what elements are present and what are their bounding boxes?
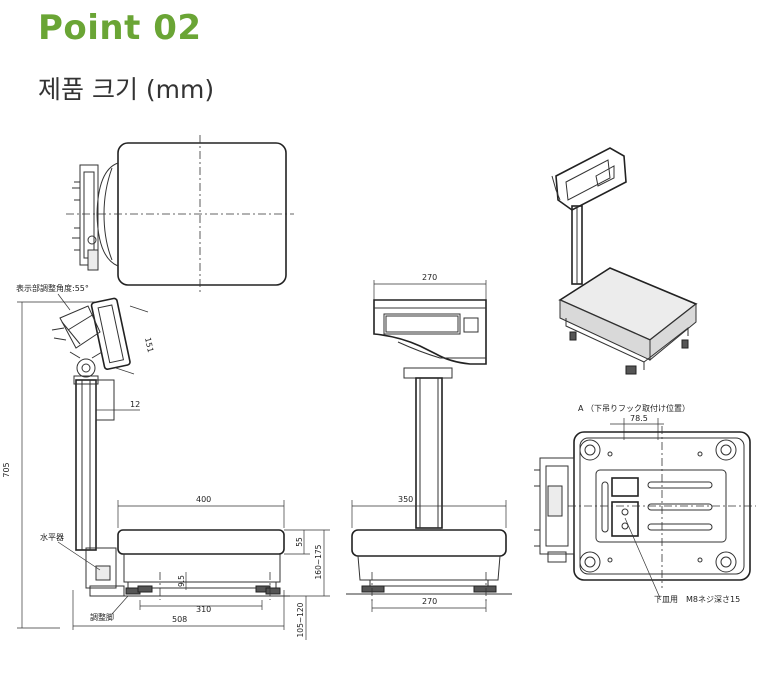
- page-subtitle: 제품 크기 (mm): [38, 75, 215, 104]
- label-foot: 調整脚: [90, 612, 114, 622]
- dim-55: 55: [295, 537, 304, 547]
- side-display-head: [90, 297, 131, 371]
- dim-12: 12: [130, 400, 140, 409]
- hook-mount: [611, 501, 639, 537]
- front-view: 270 350 270: [346, 273, 512, 612]
- dim-350: 350: [398, 495, 413, 504]
- bottom-foot-tl: [579, 439, 601, 461]
- front-platform: [351, 529, 507, 557]
- bottom-view-title: A （下吊りフック取付け位置）: [578, 403, 690, 413]
- dim-508: 508: [172, 615, 187, 624]
- iso-display-head: [555, 147, 627, 211]
- dim-9-5: 9.5: [177, 575, 186, 587]
- dim-display-151: 151: [143, 337, 155, 354]
- isometric-view: [551, 147, 698, 375]
- top-view: [66, 135, 294, 293]
- side-post: [75, 379, 97, 551]
- label-screw: 下皿用 M8ネジ深さ15: [654, 595, 740, 604]
- level-indicator: [95, 565, 111, 581]
- front-display-head: [373, 299, 487, 365]
- dim-160-175: 160~175: [314, 544, 323, 579]
- side-view: 表示部調整角度:55° 705 151 12: [2, 283, 330, 640]
- bottom-foot-bl: [579, 551, 601, 573]
- dim-400: 400: [196, 495, 211, 504]
- bottom-display-body: [539, 457, 575, 555]
- dim-270-bottom: 270: [422, 597, 437, 606]
- bottom-foot-tr: [715, 439, 737, 461]
- front-display-screen: [383, 313, 461, 335]
- dim-78-5: 78.5: [630, 414, 648, 423]
- dim-height-705: 705: [2, 462, 11, 477]
- label-level: 水平器: [40, 532, 64, 542]
- page-title: Point 02: [38, 8, 202, 48]
- dim-270-top: 270: [422, 273, 437, 282]
- front-post: [415, 377, 443, 529]
- side-platform: [117, 529, 285, 555]
- dim-310: 310: [196, 605, 211, 614]
- bottom-view: A （下吊りフック取付け位置） 78.5: [534, 403, 756, 604]
- pivot-knob: [76, 358, 96, 378]
- display-angle-label: 表示部調整角度:55°: [16, 283, 89, 293]
- bottom-foot-br: [715, 551, 737, 573]
- dim-105-120: 105~120: [296, 602, 305, 637]
- front-foot-left: [361, 585, 385, 593]
- front-foot-right: [473, 585, 497, 593]
